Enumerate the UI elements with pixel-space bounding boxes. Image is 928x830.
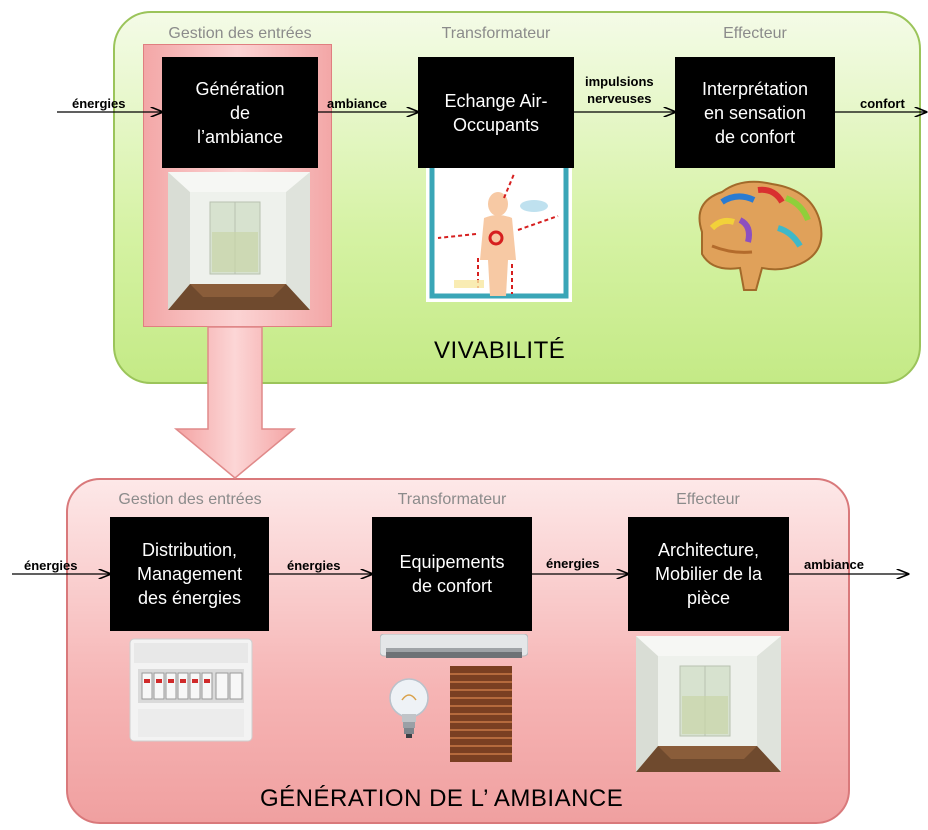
- box-architecture-mobilier: Architecture, Mobilier de la pièce: [628, 517, 789, 631]
- light-bulb-image: [389, 678, 429, 738]
- box-label: Equipements de confort: [399, 552, 505, 596]
- flow-label-ambiance: ambiance: [327, 96, 387, 111]
- stage-header-inputs: Gestion des entrées: [168, 25, 312, 42]
- flow-label-energies-in: énergies: [72, 96, 126, 111]
- air-conditioner-image: [380, 634, 528, 658]
- stage-header-transformer: Transformateur: [441, 25, 551, 42]
- generation-ambiance-title: GÉNÉRATION DE L’ AMBIANCE: [260, 785, 624, 812]
- occupant-heat-exchange-image: [426, 168, 572, 302]
- window-blind-image: [450, 666, 512, 762]
- box-generation-ambiance: Génération de l’ambiance: [162, 57, 318, 168]
- stage-header-inputs-bottom: Gestion des entrées: [118, 491, 262, 508]
- room-image-bottom: [636, 636, 781, 772]
- flow-label-energies-2: énergies: [546, 556, 600, 571]
- box-label: Distribution, Management des énergies: [136, 540, 243, 608]
- electrical-panel-image: [129, 638, 253, 742]
- box-equipements-confort: Equipements de confort: [372, 517, 532, 631]
- flow-label-energies-1: énergies: [287, 558, 341, 573]
- flow-label-energies-in-bottom: énergies: [24, 558, 78, 573]
- stage-header-effector-bottom: Effecteur: [676, 491, 740, 508]
- box-label: Echange Air- Occupants: [444, 90, 548, 135]
- box-label: Interprétation en sensation de confort: [701, 78, 809, 147]
- box-label: Génération de l’ambiance: [195, 78, 285, 147]
- box-distribution-management: Distribution, Management des énergies: [110, 517, 269, 631]
- flow-label-confort: confort: [860, 96, 905, 111]
- flow-label-ambiance-out: ambiance: [804, 557, 864, 572]
- flow-label-impulsions: impulsions nerveuses: [585, 74, 654, 106]
- box-label: Architecture, Mobilier de la pièce: [654, 540, 763, 608]
- stage-header-effector: Effecteur: [723, 25, 787, 42]
- stage-header-transformer-bottom: Transformateur: [397, 491, 507, 508]
- brain-image: [698, 180, 823, 291]
- box-interpretation-confort: Interprétation en sensation de confort: [675, 57, 835, 168]
- vivabilite-title: VIVABILITÉ: [434, 337, 566, 364]
- room-image: [168, 172, 310, 310]
- box-echange-air-occupants: Echange Air- Occupants: [418, 57, 574, 168]
